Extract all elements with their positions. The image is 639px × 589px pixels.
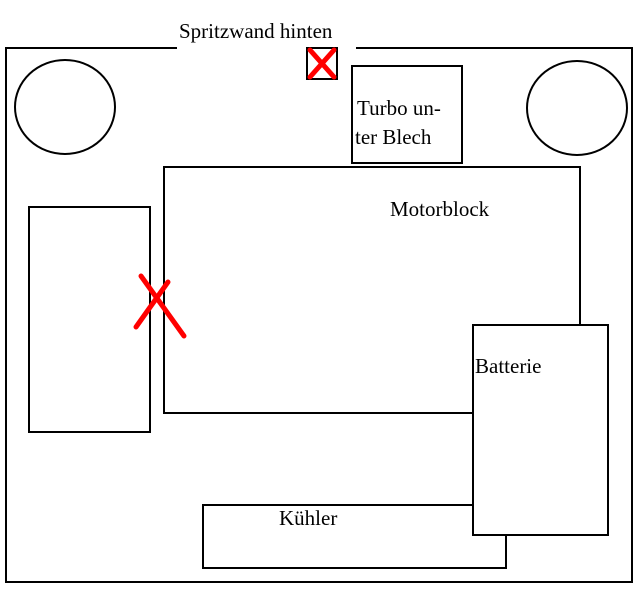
- top-x-mark: [307, 47, 337, 80]
- radiator-box: [202, 504, 507, 569]
- turbo-label-line1: Turbo un-: [357, 96, 441, 120]
- right-round-component: [526, 60, 628, 156]
- battery-label: Batterie: [475, 354, 541, 378]
- left-round-component: [14, 59, 116, 155]
- radiator-label: Kühler: [279, 506, 337, 530]
- left-rectangle-component: [28, 206, 151, 433]
- turbo-label-line2: ter Blech: [355, 125, 432, 149]
- engine-block-label: Motorblock: [390, 197, 490, 221]
- battery-box: [472, 324, 609, 536]
- turbo-box: [351, 65, 463, 164]
- rear-firewall-label: Spritzwand hinten: [179, 19, 333, 43]
- left-x-mark: [133, 273, 187, 339]
